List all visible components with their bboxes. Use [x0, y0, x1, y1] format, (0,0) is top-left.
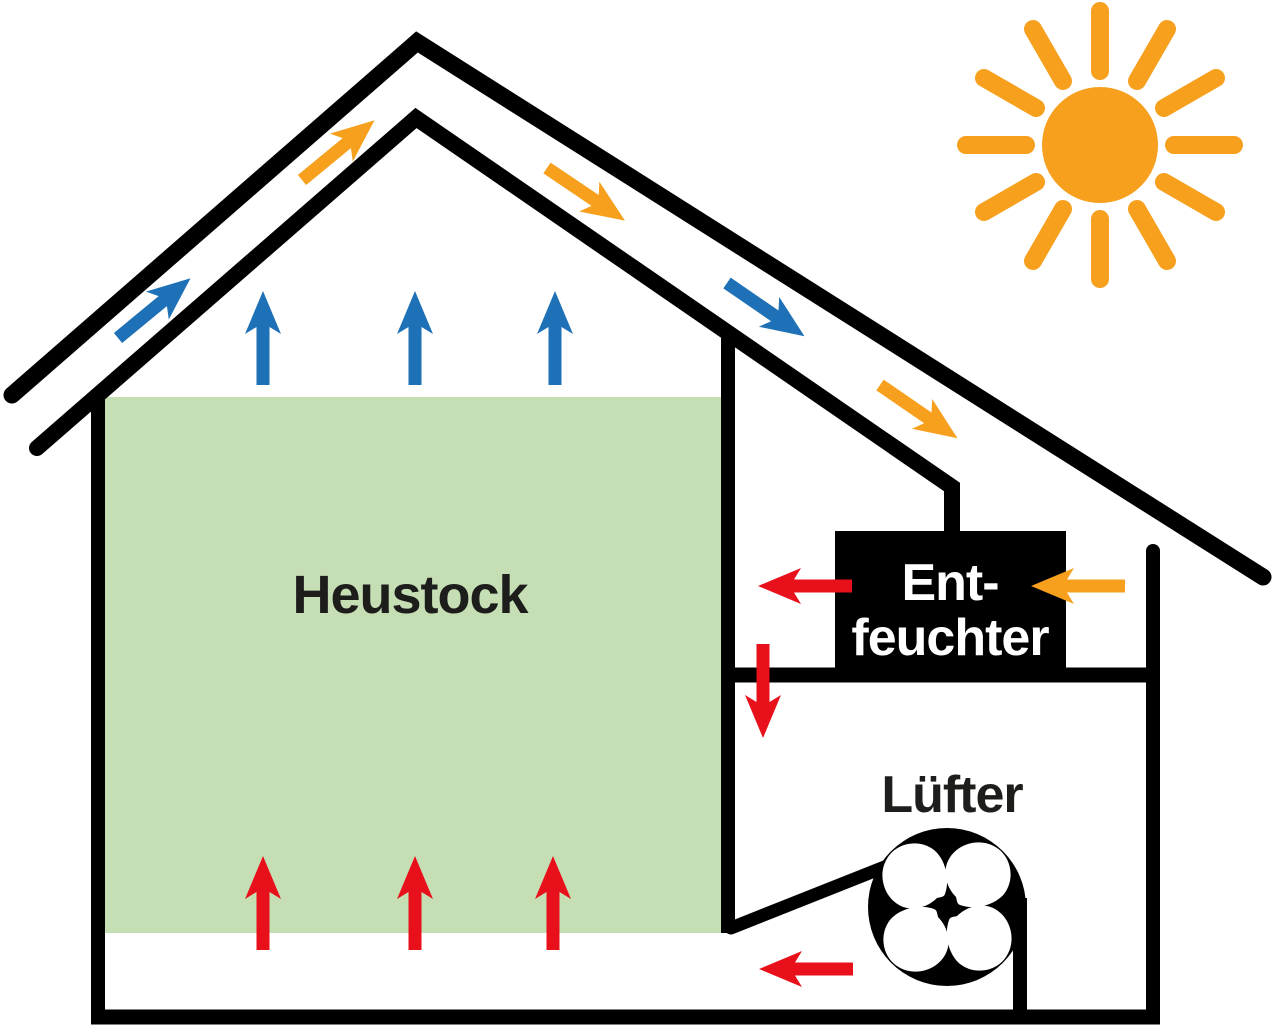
sun-disc: [1042, 87, 1158, 203]
building-structure: [3, 31, 1272, 1025]
inner-roof-line: [29, 107, 960, 546]
fan-housing: [868, 828, 1026, 986]
blue-arrow-up-3: [537, 291, 573, 385]
red-arrow-down-shaft: [745, 644, 781, 738]
red-arrow-fan-outlet: [759, 951, 853, 987]
haystack-label: Heustock: [292, 565, 529, 625]
fan-intake-duct: [724, 857, 899, 935]
outer-roof-line: [3, 31, 1272, 586]
blue-arrow-up-1: [245, 291, 281, 385]
dehumidifier-label-line1: Ent-: [901, 554, 998, 612]
sun-icon: [957, 2, 1243, 288]
dehumidifier-box: [835, 531, 1066, 669]
sun-rays: [957, 2, 1243, 288]
fan-icon: [868, 828, 1026, 986]
haystack-area: [105, 397, 721, 933]
dehumidifier-label-line2: feuchter: [851, 609, 1049, 667]
fan-label: Lüfter: [881, 766, 1023, 824]
blue-arrow-up-2: [397, 291, 433, 385]
